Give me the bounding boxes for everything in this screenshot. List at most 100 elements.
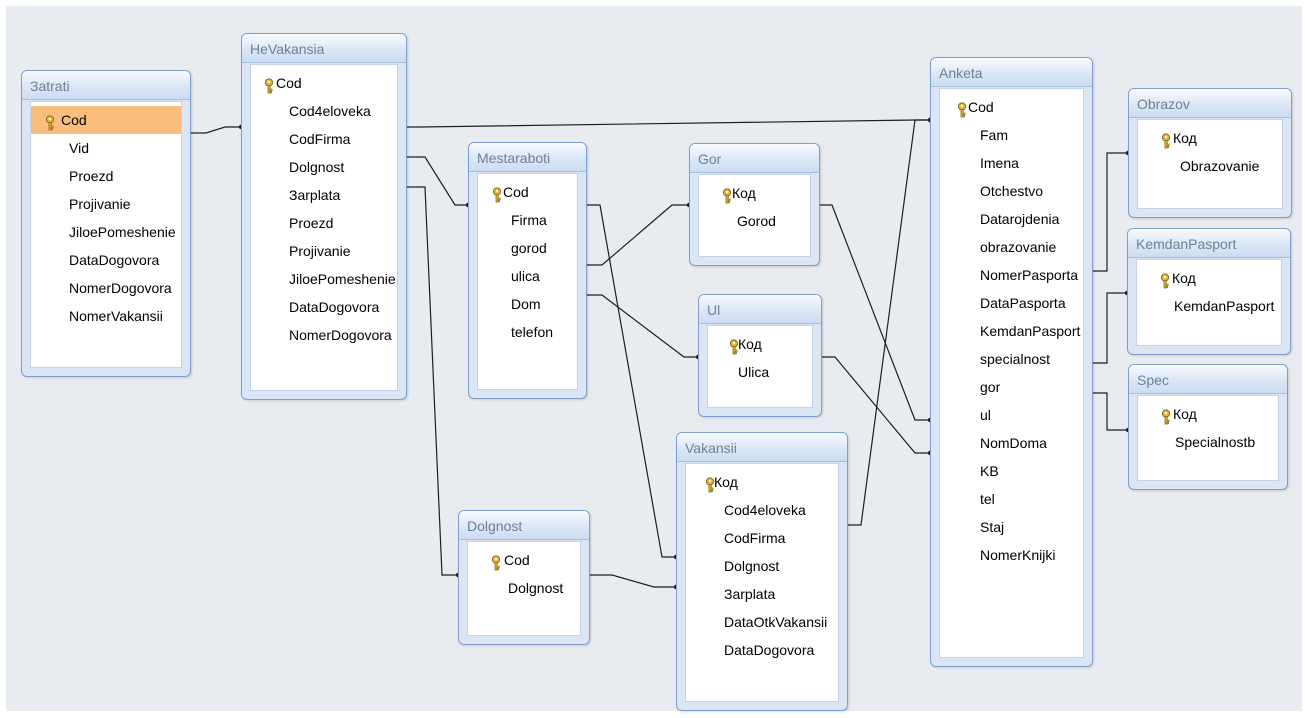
field-row[interactable]: DataOtkVakansii — [686, 608, 838, 636]
primary-key-field[interactable]: Код — [1137, 264, 1281, 292]
field-row[interactable]: Dolgnost — [251, 153, 397, 181]
field-row[interactable]: obrazovanie — [940, 233, 1083, 261]
field-row[interactable]: Proezd — [31, 162, 181, 190]
field-row[interactable]: DataDogovora — [31, 246, 181, 274]
field-row[interactable]: NomerVakansii — [31, 302, 181, 330]
primary-key-field[interactable]: Cod — [940, 93, 1083, 121]
field-row[interactable]: Specialnostb — [1138, 428, 1278, 456]
field-row[interactable]: NomDoma — [940, 429, 1083, 457]
table-title[interactable]: Dolgnost — [459, 511, 589, 540]
field-row[interactable]: NomerDogovora — [31, 274, 181, 302]
field-name: Dom — [511, 296, 541, 312]
field-row[interactable]: JiloePomeshenie — [251, 265, 397, 293]
field-row[interactable]: telefon — [478, 318, 577, 346]
field-row[interactable]: specialnost — [940, 345, 1083, 373]
table-title[interactable]: Gor — [690, 144, 819, 173]
field-row[interactable]: Dolgnost — [468, 574, 580, 602]
field-row[interactable]: Dom — [478, 290, 577, 318]
primary-key-field[interactable]: Код — [708, 330, 812, 358]
field-row[interactable]: Firma — [478, 206, 577, 234]
field-row[interactable]: Projivanie — [251, 237, 397, 265]
table-title[interactable]: Ul — [699, 295, 821, 324]
field-row[interactable]: CodFirma — [251, 125, 397, 153]
key-icon — [1160, 273, 1170, 289]
field-row[interactable]: CodFirma — [686, 524, 838, 552]
field-row[interactable]: Projivanie — [31, 190, 181, 218]
table-title[interactable]: HeVakansia — [242, 34, 406, 63]
field-row[interactable]: Зarplata — [686, 580, 838, 608]
field-row[interactable]: gor — [940, 373, 1083, 401]
field-row[interactable]: Dolgnost — [686, 552, 838, 580]
primary-key-field[interactable]: Код — [686, 468, 838, 496]
field-row[interactable]: JiloePomeshenie — [31, 218, 181, 246]
primary-key-field[interactable]: Cod — [468, 546, 580, 574]
field-name: Код — [1173, 130, 1197, 146]
field-row[interactable]: gorod — [478, 234, 577, 262]
primary-key-field[interactable]: Cod — [251, 69, 397, 97]
field-row[interactable]: Imena — [940, 149, 1083, 177]
key-icon-wrap — [956, 99, 968, 118]
field-row[interactable]: Ulica — [708, 358, 812, 386]
field-row[interactable]: Fam — [940, 121, 1083, 149]
field-row[interactable]: KB — [940, 457, 1083, 485]
primary-key-field[interactable]: Cod — [31, 106, 181, 134]
field-row[interactable]: tel — [940, 485, 1083, 513]
table-title[interactable]: Obrazov — [1129, 89, 1291, 118]
field-row[interactable]: DataDogovora — [686, 636, 838, 664]
field-row[interactable]: Otchestvo — [940, 177, 1083, 205]
table-title[interactable]: Anketa — [931, 58, 1092, 87]
field-row[interactable]: ul — [940, 401, 1083, 429]
table-title[interactable]: Зatrati — [22, 71, 190, 100]
field-row[interactable]: Gorod — [699, 207, 810, 235]
field-row[interactable]: Datarojdenia — [940, 205, 1083, 233]
primary-key-field[interactable]: Код — [1138, 124, 1282, 152]
field-row[interactable]: Proezd — [251, 209, 397, 237]
table-title[interactable]: Spec — [1129, 365, 1287, 394]
primary-key-field[interactable]: Код — [699, 179, 810, 207]
field-row[interactable]: Cod4eloveka — [251, 97, 397, 125]
field-row[interactable]: NomerPasporta — [940, 261, 1083, 289]
field-row[interactable]: NomerKnijki — [940, 541, 1083, 569]
field-row[interactable]: DataDogovora — [251, 293, 397, 321]
field-row[interactable]: Зarplata — [251, 181, 397, 209]
primary-key-field[interactable]: Cod — [478, 178, 577, 206]
field-name: CodFirma — [289, 131, 351, 147]
field-name: Код — [732, 185, 756, 201]
primary-key-field[interactable]: Код — [1138, 400, 1278, 428]
field-row[interactable]: DataPasporta — [940, 289, 1083, 317]
table-title[interactable]: Vakansii — [677, 433, 847, 462]
field-row[interactable]: ulica — [478, 262, 577, 290]
field-row[interactable]: KemdanPasport — [1137, 292, 1281, 320]
field-name: Код — [738, 336, 762, 352]
field-row[interactable]: Staj — [940, 513, 1083, 541]
table-title[interactable]: Mestaraboti — [469, 143, 586, 172]
field-row[interactable]: NomerDogovora — [251, 321, 397, 349]
field-row[interactable]: Vid — [31, 134, 181, 162]
field-row[interactable]: KemdanPasport — [940, 317, 1083, 345]
field-row[interactable]: Obrazovanie — [1138, 152, 1282, 180]
field-row[interactable]: Cod4eloveka — [686, 496, 838, 524]
table-title[interactable]: KemdanPasport — [1128, 229, 1290, 258]
